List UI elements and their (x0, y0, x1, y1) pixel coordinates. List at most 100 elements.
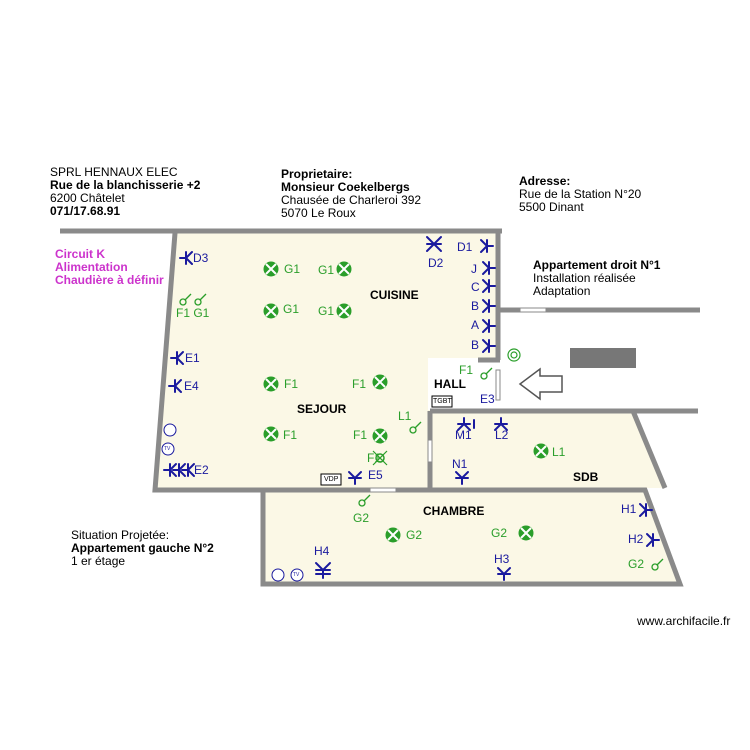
company-street: Rue de la blanchisserie +2 (50, 178, 201, 192)
label-e5: E5 (368, 468, 383, 482)
door-sdb (427, 439, 433, 463)
address-city: 5500 Dinant (519, 200, 584, 214)
address-street: Rue de la Station N°20 (519, 187, 642, 201)
tgbt-panel (431, 395, 453, 408)
circuit-line1: Circuit K (55, 247, 106, 261)
label-h4: H4 (314, 544, 330, 558)
socket-icon (172, 463, 186, 477)
socket-icon (482, 319, 496, 333)
label-f1: F1 (459, 363, 474, 377)
apartment-right-line3: Adaptation (533, 284, 591, 298)
label-d2: D2 (428, 256, 444, 270)
light-icon (336, 303, 352, 319)
label-b1: B (471, 299, 480, 313)
label-f1: F1 (353, 428, 368, 442)
tv-outlet-icon (290, 568, 304, 582)
company-phone: 071/17.68.91 (50, 204, 121, 218)
label-f1: F1 (352, 377, 367, 391)
label-f1: F1 (283, 428, 298, 442)
door-chambre (369, 487, 397, 493)
socket-icon (181, 463, 195, 477)
owner-city: 5070 Le Roux (281, 206, 356, 220)
label-c: C (471, 280, 480, 294)
socket-icon (482, 339, 496, 353)
company-name: SPRL HENNAUX ELEC (50, 165, 178, 179)
light-icon (372, 428, 388, 444)
vdp-panel (320, 473, 342, 486)
light-icon (372, 374, 388, 390)
label-l1: L1 (552, 445, 566, 459)
socket-icon (348, 471, 362, 485)
socket-icon (494, 417, 508, 431)
label-f1: F1 (284, 377, 299, 391)
socket-icon (480, 239, 494, 253)
apartment-right-line1: Appartement droit N°1 (533, 258, 661, 272)
vdp-label: VDP (324, 476, 339, 483)
antenna-icon (163, 423, 177, 437)
walls (60, 228, 700, 587)
label-g1: G1 (284, 262, 301, 276)
socket-icon (497, 567, 511, 581)
switch-icon (651, 558, 664, 571)
label-e3: E3 (480, 392, 495, 406)
socket-icon (455, 471, 469, 485)
antenna-icon (271, 568, 285, 582)
label-h2: H2 (628, 532, 644, 546)
socket-icon (639, 503, 653, 517)
label-d1: D1 (457, 240, 473, 254)
label-h3: H3 (494, 552, 510, 566)
label-l1: L1 (398, 409, 412, 423)
wall-light-icon (372, 450, 388, 466)
label-a: A (471, 318, 480, 332)
switches (179, 293, 664, 571)
window-right (519, 307, 547, 313)
socket-icon (457, 417, 471, 431)
label-d3: D3 (193, 251, 209, 265)
label-g1: G1 (318, 263, 335, 277)
label-n1: N1 (452, 457, 468, 471)
room-sejour: SEJOUR (297, 402, 347, 416)
switch-icon (409, 421, 422, 434)
socket-icon (482, 261, 496, 275)
light-icon (263, 376, 279, 392)
light-icon (518, 525, 534, 541)
room-cuisine: CUISINE (370, 288, 419, 302)
ceiling-lights (263, 261, 549, 543)
label-j: J (471, 262, 477, 276)
owner-heading: Proprietaire: (281, 167, 353, 181)
label-m1: M1 (455, 428, 472, 442)
doorbell-icon (507, 348, 521, 362)
label-g1: G1 (318, 304, 335, 318)
floor-chambre (263, 490, 680, 582)
situation-note: Situation Projetée: Appartement gauche N… (71, 529, 214, 568)
tv-label-left: TV (164, 446, 171, 452)
socket-icon (163, 463, 177, 477)
address-heading: Adresse: (519, 174, 571, 188)
light-icon (533, 443, 549, 459)
label-g2: G2 (491, 526, 508, 540)
apartment-right-line2: Installation réalisée (533, 271, 636, 285)
room-sdb: SDB (573, 470, 599, 484)
socket-icon (168, 379, 182, 393)
tv-outlet-icon (161, 442, 175, 456)
address-block: Adresse: Rue de la Station N°20 5500 Din… (519, 175, 641, 214)
room-chambre: CHAMBRE (423, 504, 485, 518)
situation-line3: 1 er étage (71, 554, 126, 568)
socket-icon (179, 251, 193, 265)
light-icon (263, 426, 279, 442)
light-icon (385, 527, 401, 543)
stair-block (570, 348, 636, 368)
socket-icon (482, 279, 496, 293)
label-l2: L2 (495, 428, 509, 442)
circuit-line2: Alimentation (55, 260, 128, 274)
company-block: SPRL HENNAUX ELEC Rue de la blanchisseri… (50, 166, 200, 218)
owner-block: Proprietaire: Monsieur Coekelbergs Chaus… (281, 168, 421, 220)
round-devices (161, 423, 304, 582)
light-icon (263, 303, 279, 319)
apartment-right-note: Appartement droit N°1 Installation réali… (533, 259, 660, 298)
label-e4: E4 (184, 379, 199, 393)
watermark: www.archifacile.fr (637, 614, 731, 628)
light-icon (336, 261, 352, 277)
label-g2: G2 (406, 528, 423, 542)
